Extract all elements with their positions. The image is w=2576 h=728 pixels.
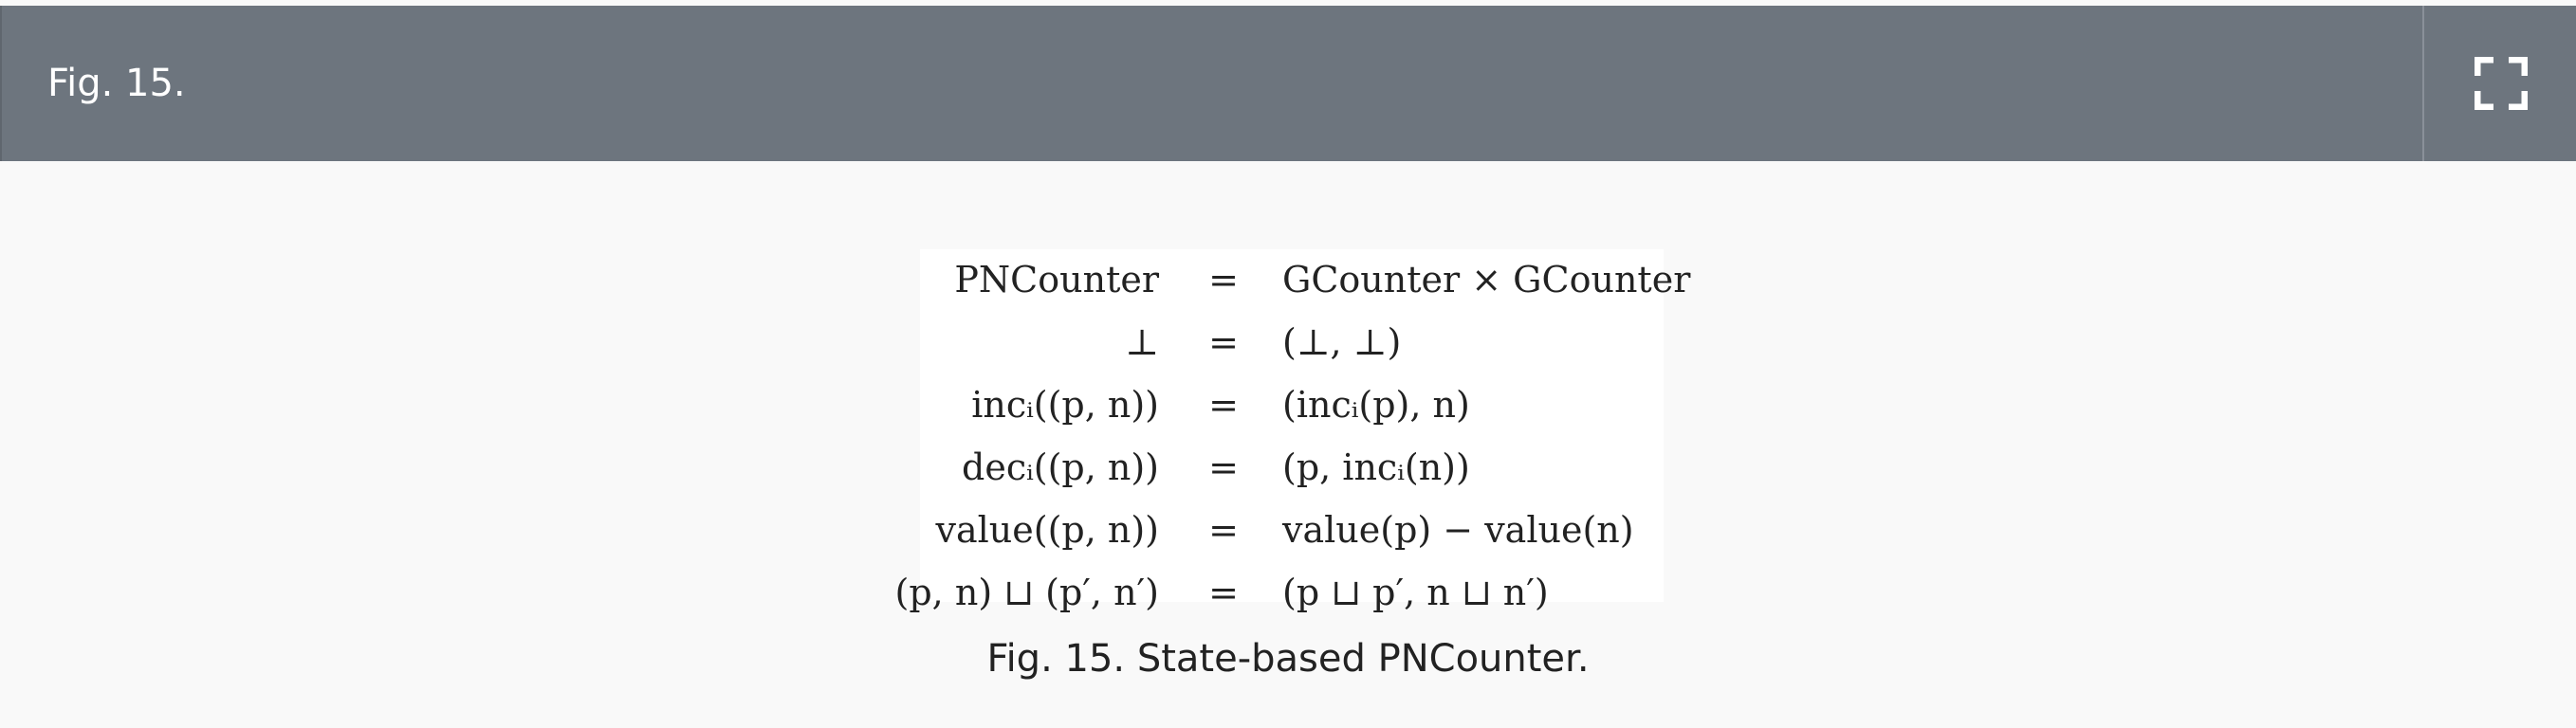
formula-image: PNCounter = GCounter × GCounter ⊥ = (⊥, … (895, 249, 1690, 613)
formula-equals: = (1208, 446, 1239, 488)
formula-lhs: incᵢ((p, n)) (971, 384, 1159, 426)
formula-rhs: (p ⊔ p′, n ⊔ n′) (1282, 572, 1549, 613)
formula-row: value((p, n)) = value(p) − value(n) (920, 500, 1664, 560)
formula-row: (p, n) ⊔ (p′, n′) = (p ⊔ p′, n ⊔ n′) (895, 562, 1664, 623)
formula-rhs: (p, incᵢ(n)) (1282, 446, 1470, 488)
formula-equals: = (1208, 259, 1239, 300)
formula-equals: = (1208, 572, 1239, 613)
header-divider (2422, 6, 2424, 161)
formula-rhs: (incᵢ(p), n) (1282, 384, 1470, 426)
fullscreen-icon (2475, 57, 2528, 110)
formula-equals: = (1208, 509, 1239, 551)
formula-row: PNCounter = GCounter × GCounter (920, 249, 1690, 310)
formula-row: decᵢ((p, n)) = (p, incᵢ(n)) (920, 437, 1664, 498)
formula-lhs: PNCounter (954, 259, 1159, 300)
formula-equals: = (1208, 321, 1239, 363)
formula-rhs: (⊥, ⊥) (1282, 321, 1402, 363)
formula-equals: = (1208, 384, 1239, 426)
formula-lhs: value((p, n)) (935, 509, 1160, 551)
formula-lhs: decᵢ((p, n)) (962, 446, 1159, 488)
formula-rhs: GCounter × GCounter (1282, 259, 1691, 300)
fullscreen-button[interactable] (2424, 6, 2576, 161)
formula-lhs: (p, n) ⊔ (p′, n′) (894, 572, 1159, 613)
formula-row: incᵢ((p, n)) = (incᵢ(p), n) (920, 374, 1664, 435)
formula-rhs: value(p) − value(n) (1282, 509, 1634, 551)
figure-caption: Fig. 15. State-based PNCounter. (986, 637, 1590, 681)
figure-title: Fig. 15. (47, 62, 186, 105)
formula-row: ⊥ = (⊥, ⊥) (920, 312, 1664, 373)
figure-header: Fig. 15. (0, 6, 2576, 161)
formula-lhs: ⊥ (1125, 321, 1159, 363)
